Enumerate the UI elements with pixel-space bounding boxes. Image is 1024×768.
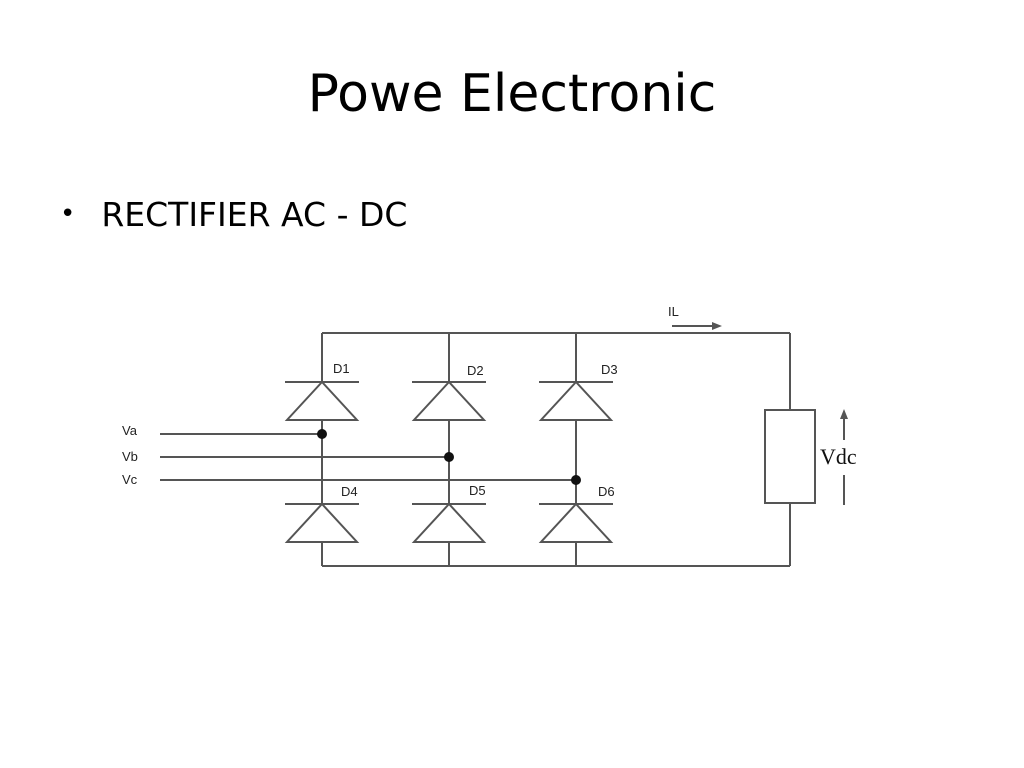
diode-label-d5: D5 <box>469 483 486 498</box>
diode-label-d4: D4 <box>341 484 358 499</box>
diode-label-d6: D6 <box>598 484 615 499</box>
bullet-dot-icon: • <box>60 199 76 229</box>
diode-d3 <box>538 380 614 421</box>
diode-label-d1: D1 <box>333 361 350 376</box>
junction-dot-c <box>571 475 581 485</box>
slide-title: Powe Electronic <box>307 64 717 124</box>
diode-d5 <box>411 502 487 543</box>
bullet-text: RECTIFIER AC - DC <box>101 194 408 234</box>
current-label: IL <box>668 304 679 319</box>
input-label-vb: Vb <box>122 449 138 464</box>
junction-dot-a <box>317 429 327 439</box>
bullet-item: • RECTIFIER AC - DC <box>60 192 407 236</box>
input-label-vc: Vc <box>122 472 138 487</box>
diode-d6 <box>538 502 614 543</box>
input-label-va: Va <box>122 423 138 438</box>
output-voltage-label: Vdc <box>820 444 857 469</box>
diode-label-d2: D2 <box>467 363 484 378</box>
diode-d2 <box>411 380 487 421</box>
load-resistor <box>764 409 816 504</box>
voltage-arrow-icon <box>840 409 848 505</box>
diode-d4 <box>284 502 360 543</box>
junction-dot-b <box>444 452 454 462</box>
diode-d1 <box>284 380 360 421</box>
current-arrow-icon <box>672 322 722 330</box>
diode-label-d3: D3 <box>601 362 618 377</box>
